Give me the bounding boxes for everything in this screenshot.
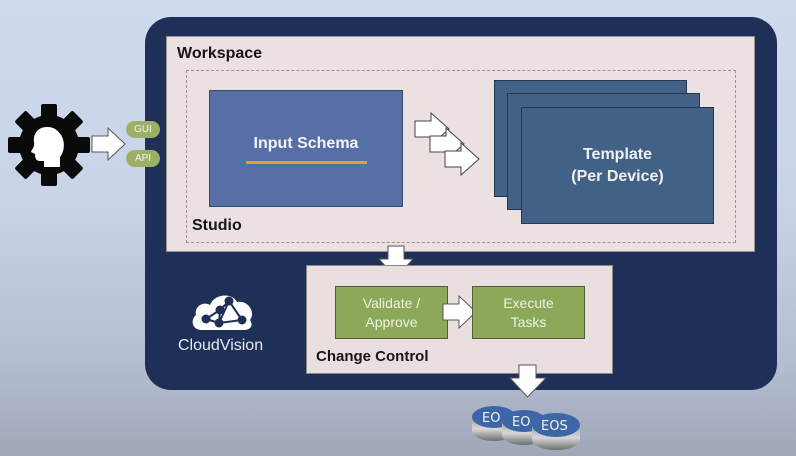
execute-line1: Execute (503, 294, 554, 311)
device-label-2: EO (512, 415, 530, 430)
validate-approve-step[interactable]: Validate / Approve (335, 286, 448, 339)
arrow-down-icon (508, 364, 548, 398)
device-disk-3[interactable]: EOS (532, 413, 580, 450)
execute-tasks-step[interactable]: Execute Tasks (472, 286, 585, 339)
validate-line1: Validate / (362, 294, 421, 311)
studio-dashed-region (186, 70, 736, 243)
cloudvision-label: CloudVision (178, 337, 264, 354)
workspace-title: Workspace (177, 45, 263, 62)
studio-title: Studio (192, 217, 242, 234)
template-label-line2: (Per Device) (571, 167, 664, 185)
execute-line2: Tasks (510, 313, 547, 330)
gui-entry-badge[interactable]: GUI (126, 121, 160, 138)
triple-arrow-icon (414, 111, 480, 177)
eos-devices-icon: EO EO EOS (472, 406, 580, 450)
template-card-front[interactable]: Template (Per Device) (521, 107, 714, 224)
template-label-line1: Template (582, 145, 653, 163)
gear-with-head-icon (8, 104, 90, 186)
arrow-right-icon (91, 126, 126, 162)
validate-line2: Approve (365, 313, 418, 330)
api-entry-badge[interactable]: API (126, 150, 160, 167)
device-label-1: EO (482, 411, 500, 426)
arrow-right-icon (442, 294, 477, 330)
device-label-3: EOS (541, 419, 568, 434)
input-schema-underline (245, 161, 367, 164)
cloudvision-cloud-network-icon (192, 295, 253, 330)
input-schema-box[interactable]: Input Schema (209, 90, 403, 207)
template-label: Template (Per Device) (571, 144, 664, 188)
change-control-title: Change Control (316, 348, 429, 365)
input-schema-label: Input Schema (253, 135, 359, 152)
